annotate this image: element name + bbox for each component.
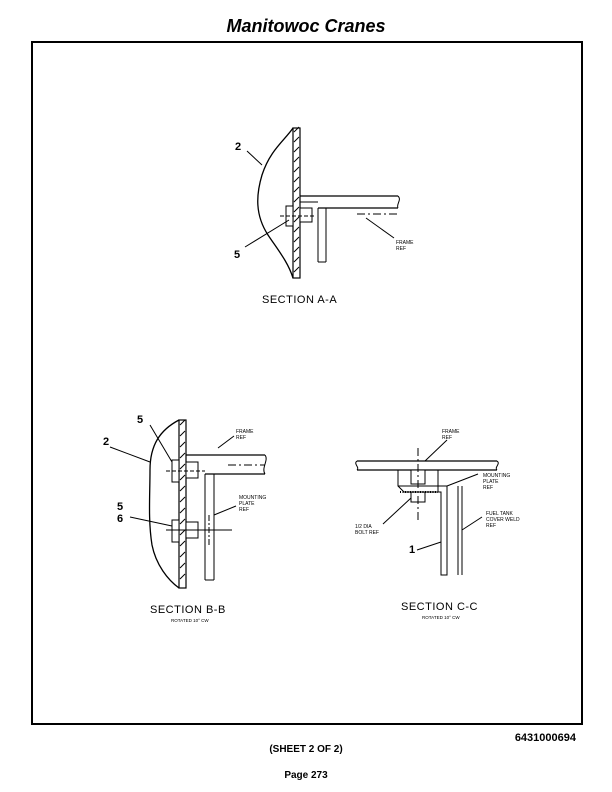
section-cc-note: ROTATED 10° CW [422,615,460,620]
section-bb-callout-5-top: 5 [137,414,143,426]
section-cc-title: SECTION C-C [401,601,478,613]
section-aa-callout-2: 2 [235,141,241,153]
section-bb-plate-label: PLATE [239,501,255,507]
section-bb-title: SECTION B-B [150,604,226,616]
document-number: 6431000694 [514,732,576,744]
section-bb-mounting-label: MOUNTING [239,495,266,501]
section-cc-frame-ref: REF [442,435,452,441]
section-bb-frame-label: FRAME [236,429,254,435]
drawing-frame [31,41,583,725]
section-cc-bolt-label: 1/2 DIA [355,524,372,530]
section-aa-frame-label: FRAME [396,240,414,246]
section-bb-callout-2: 2 [103,436,109,448]
section-bb-frame-ref: REF [236,435,246,441]
section-cc-cover-weld-label: COVER WELD [486,517,520,523]
section-aa-title: SECTION A-A [262,294,337,306]
section-cc-bolt-ref: BOLT REF [355,530,379,536]
section-cc-frame-label: FRAME [442,429,460,435]
section-cc-mounting-label: MOUNTING [483,473,510,479]
section-aa [244,126,400,279]
page-number: Page 273 [284,770,328,781]
section-bb-callout-5-bottom: 5 [117,501,123,513]
section-cc-plate-label: PLATE [483,479,499,485]
section-bb [109,419,267,589]
sheet-label: (SHEET 2 OF 2) [269,744,343,755]
section-cc-callout-1: 1 [409,544,415,556]
section-cc-plate-ref: REF [483,485,493,491]
section-bb-note: ROTATED 10° CW [171,618,209,623]
section-cc-fuel-tank-label: FUEL TANK [486,511,514,517]
section-cc [355,439,499,576]
section-aa-frame-ref: REF [396,246,406,252]
section-bb-plate-ref: REF [239,507,249,513]
header-title: Manitowoc Cranes [226,16,386,36]
section-bb-callout-6: 6 [117,513,123,525]
section-cc-fuel-ref: REF [486,523,496,529]
section-aa-callout-5: 5 [234,249,240,261]
